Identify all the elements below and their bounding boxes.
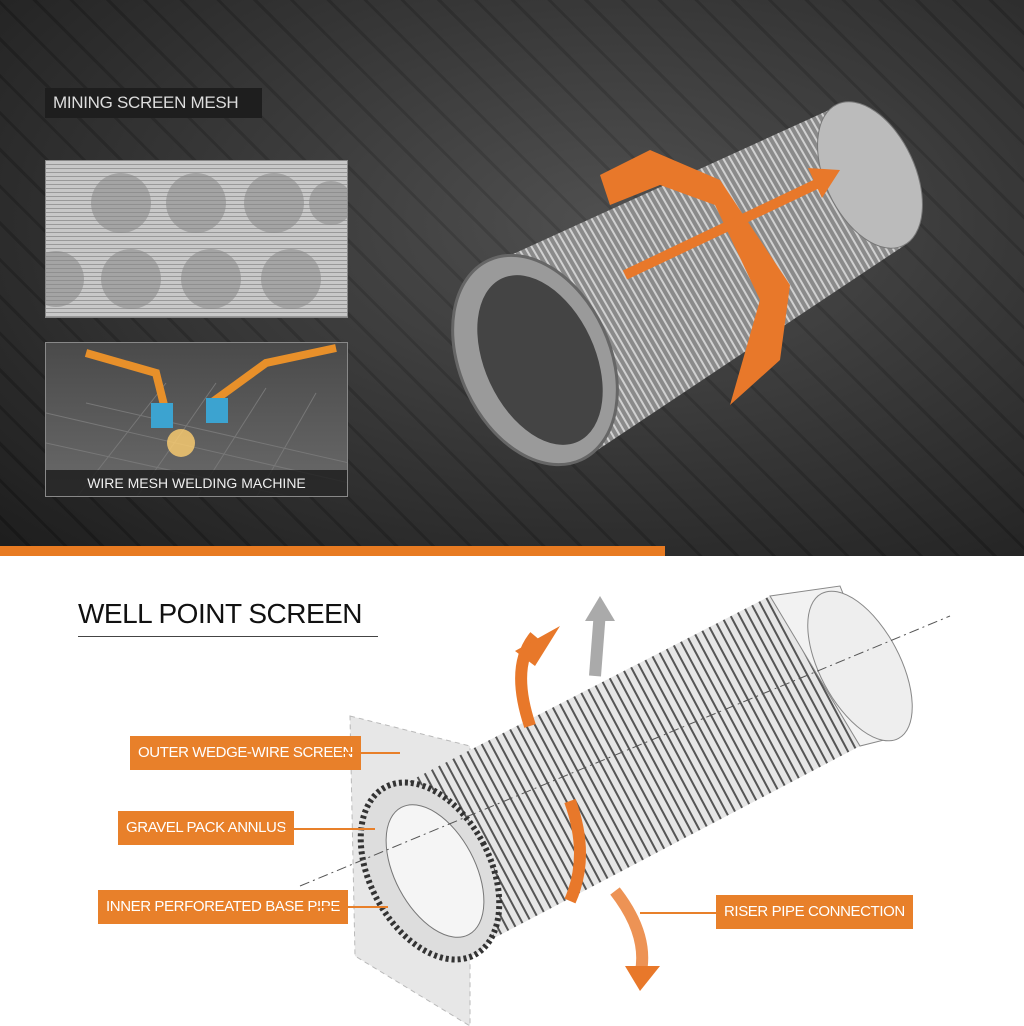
label-inner-perforated-base-pipe: INNER PERFOREATED BASE PIPE [98,890,348,924]
welding-machine-caption: WIRE MESH WELDING MACHINE [46,470,347,496]
label-gravel-pack-annulus: GRAVEL PACK ANNLUS [118,811,295,845]
arrow-head-icon [625,966,660,991]
mining-screen-mesh-label: MINING SCREEN MESH [45,88,262,118]
cylinder-end-cap [817,101,923,249]
flow-arrow-up [515,632,540,728]
arrow-head-icon [808,168,840,198]
arrow-head-icon [515,626,560,666]
welding-machine-image: WIRE MESH WELDING MACHINE [45,342,348,497]
arrow-head-icon [585,596,615,621]
label-riser-pipe-connection: RISER PIPE CONNECTION [716,895,913,929]
leader-line [285,828,375,830]
flow-arrow [622,175,828,280]
leader-line [318,906,388,908]
leader-line [640,912,716,914]
riser-pipe-end [807,590,913,742]
center-axis [299,615,951,887]
title-underline [78,636,378,637]
welding-robot-illustration [46,344,347,496]
base-pipe-opening [385,804,485,938]
wedge-wire-cylinder-illustration [451,101,923,467]
label-outer-wedge-wire-screen: OUTER WEDGE-WIRE SCREEN [130,736,361,770]
mesh-holes [46,173,347,309]
mining-mesh-image [45,160,348,318]
section-divider-bar [0,546,665,556]
wedge-wire-body [400,596,860,956]
well-point-screen-diagram [299,585,951,1026]
well-point-screen-title: WELL POINT SCREEN [78,598,363,629]
leader-line [335,752,400,754]
flow-arrow-gray [589,610,606,677]
cylinder-inner [477,275,603,445]
flow-arrow-down [610,887,649,978]
flow-arrow-vertical [564,798,586,904]
